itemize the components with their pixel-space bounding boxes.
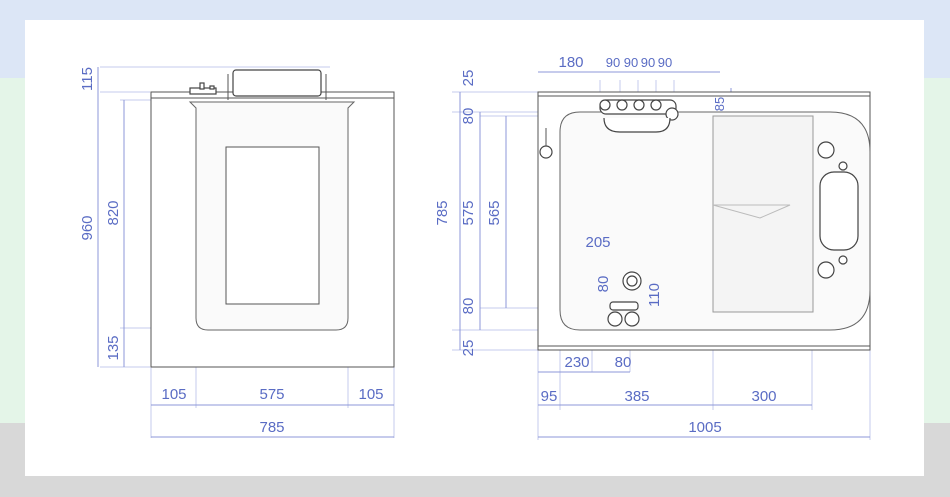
dim-front-820: 820 (105, 200, 122, 225)
faucet-spout (209, 85, 215, 90)
grab-handle (603, 117, 671, 133)
jet-upper (817, 141, 835, 159)
dim-top-785: 785 (434, 200, 451, 225)
dim-top-25-upper: 25 (460, 70, 477, 87)
dim-front-785: 785 (259, 419, 284, 436)
dim-top-85: 85 (712, 97, 727, 111)
dim-front-105-left: 105 (161, 386, 186, 403)
pillow (819, 171, 859, 251)
dim-top-575: 575 (460, 200, 477, 225)
dim-front-575: 575 (259, 386, 284, 403)
hand-shower (539, 145, 553, 159)
dim-top-80-upper: 80 (460, 108, 477, 125)
jet-small-upper (838, 161, 848, 171)
dim-top-90-d: 90 (658, 55, 672, 70)
faucet-knob-3 (633, 99, 645, 111)
dim-top-205: 205 (585, 234, 610, 251)
dim-top-90-a: 90 (606, 55, 620, 70)
dim-front-960: 960 (79, 215, 96, 240)
control-knob-right (624, 311, 640, 327)
headrest (232, 69, 322, 97)
jet-lower (817, 261, 835, 279)
front-view: 115 820 960 135 105 575 105 785 (79, 66, 395, 438)
dim-front-115: 115 (79, 67, 96, 91)
dim-top-80-bottom: 80 (615, 354, 632, 371)
dim-top-90-b: 90 (624, 55, 638, 70)
dim-front-135: 135 (105, 335, 122, 360)
control-knob-left (607, 311, 623, 327)
faucet-knob-4 (650, 99, 662, 111)
dim-top-80-lower: 80 (460, 298, 477, 315)
faucet-knob-2 (616, 99, 628, 111)
faucet-handle (199, 82, 205, 90)
dim-top-25-lower: 25 (460, 340, 477, 357)
faucet-spout (665, 107, 679, 121)
overflow (609, 301, 639, 311)
jet-small-lower (838, 255, 848, 265)
front-door-window (225, 146, 320, 305)
dim-top-80-drain: 80 (595, 276, 612, 293)
dim-top-110: 110 (646, 283, 663, 307)
top-view: 180 90 90 90 90 85 25 80 785 575 565 80 … (434, 54, 871, 440)
faucet-knob-1 (599, 99, 611, 111)
dim-top-1005: 1005 (688, 419, 721, 436)
dim-top-385: 385 (624, 388, 649, 405)
dim-top-300: 300 (751, 388, 776, 405)
dim-front-105-right: 105 (358, 386, 383, 403)
dim-top-230: 230 (564, 354, 589, 371)
dim-top-180: 180 (558, 54, 583, 71)
dim-top-95: 95 (541, 388, 558, 405)
dim-top-90-c: 90 (641, 55, 655, 70)
seat-area (712, 115, 814, 313)
dim-top-565: 565 (486, 200, 503, 225)
